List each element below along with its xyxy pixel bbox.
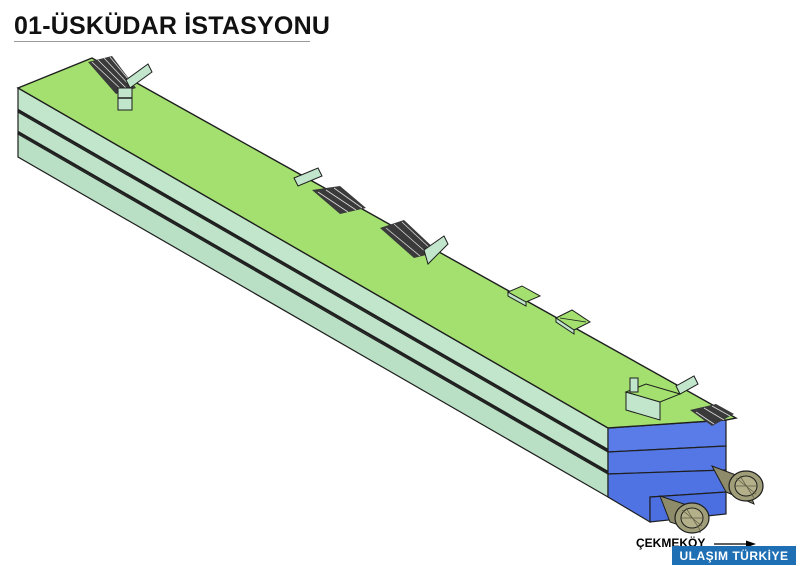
level-divider-1 [17,109,609,451]
roof-vent-2-side [555,317,575,335]
entrance-4-wall [675,375,699,395]
entrance-3-wall [423,235,449,265]
entrance-2-stair [312,186,366,214]
roof-vent-2 [555,309,591,335]
side-band-level-1 [17,86,609,454]
watermark-badge: ULAŞIM TÜRKİYE [672,546,796,565]
entrance-2-wall [293,167,323,187]
entrance-1 [88,56,153,111]
entrance-4-hatch [695,405,731,425]
entrance-4-post [629,377,639,393]
entrance-3 [380,220,449,265]
roof-vent-1 [506,285,542,307]
entrance-1-lift-shaft [117,87,133,111]
roof-vent-2-cross [559,317,587,323]
tunnel-1-segments [734,475,758,499]
entrance-1-stair [88,56,136,94]
entrance-1-hatch [91,56,135,93]
entrance-2 [293,167,366,214]
station-roof [16,57,738,429]
level-divider-2 [17,131,609,473]
entrance-3-stair [380,220,438,258]
arrow-right-icon [714,540,756,548]
entrance-1-wall [125,63,153,89]
tunnel-2 [659,495,710,534]
tunnel-2-segments [680,507,704,531]
page-title: 01-ÜSKÜDAR İSTASYONU [14,12,331,40]
title-underline [14,41,310,42]
entrance-2-hatch [317,187,363,213]
entrance-4-stair [690,404,734,426]
station-side-face [17,86,609,499]
roof-vent-1-side [507,291,527,307]
entrance-4 [624,375,734,426]
tunnel-1 [710,465,764,505]
